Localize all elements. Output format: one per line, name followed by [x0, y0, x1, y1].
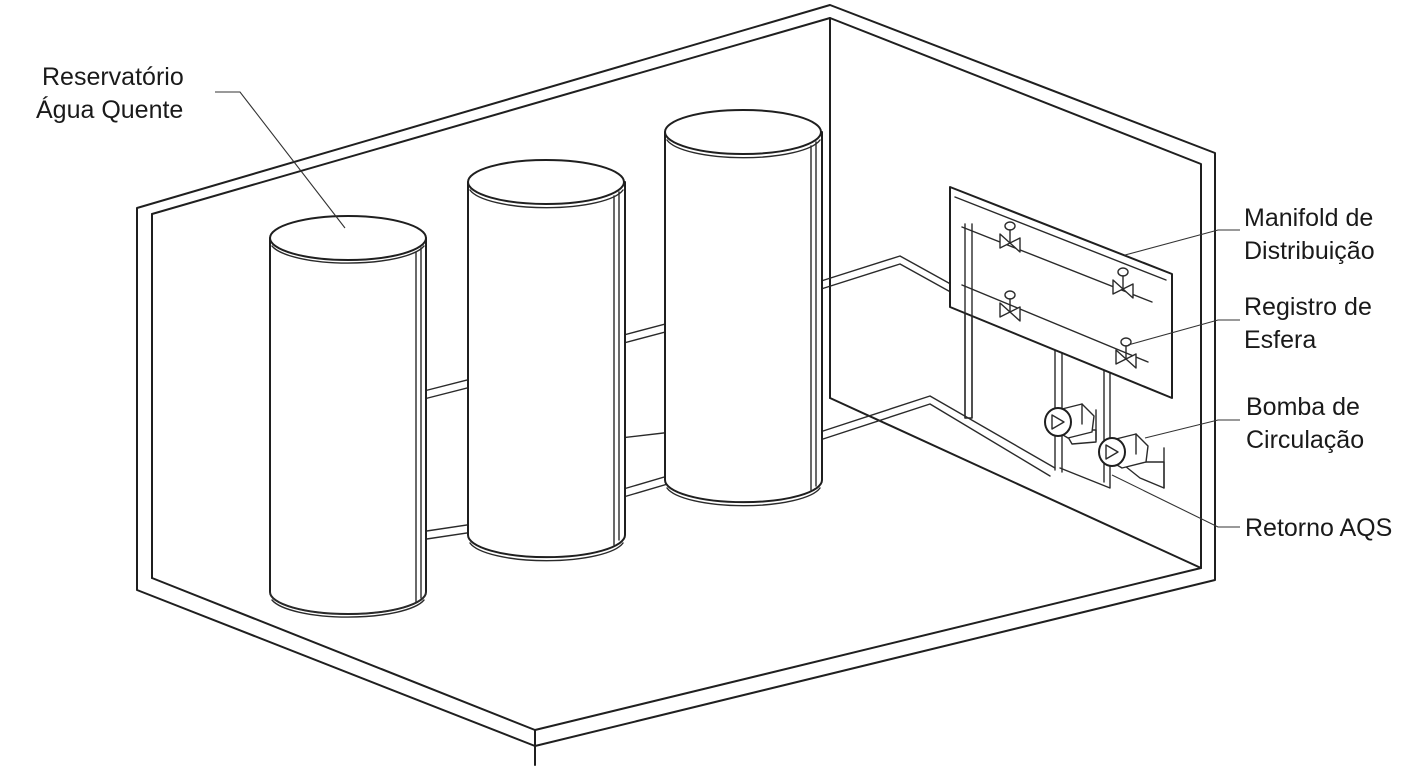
circulation-pump-1 [1044, 403, 1097, 445]
label-reservatorio-line1: Reservatório [42, 63, 184, 91]
callout-labels: Reservatório Água Quente Manifold de Dis… [36, 63, 1392, 542]
label-manifold-line2: Distribuição [1244, 237, 1375, 265]
tank-1 [269, 215, 427, 618]
label-bomba-line2: Circulação [1246, 426, 1364, 454]
label-reservatorio-line2: Água Quente [36, 95, 183, 124]
ball-valve-1 [999, 221, 1021, 253]
leader-lines [215, 91, 1240, 528]
manifold-board [949, 186, 1173, 419]
label-registro-line1: Registro de [1244, 293, 1372, 321]
room-enclosure [136, 4, 1216, 766]
label-retorno: Retorno AQS [1245, 514, 1392, 542]
ball-valve-2 [1112, 267, 1134, 299]
label-registro-line2: Esfera [1244, 326, 1316, 354]
label-bomba-line1: Bomba de [1246, 393, 1360, 421]
circulation-pump-2 [1098, 433, 1165, 489]
tank-3 [664, 109, 823, 507]
ball-valve-4 [1115, 337, 1137, 369]
ball-valve-3 [999, 290, 1021, 322]
label-manifold-line1: Manifold de [1244, 204, 1373, 232]
tank-2 [467, 159, 626, 562]
